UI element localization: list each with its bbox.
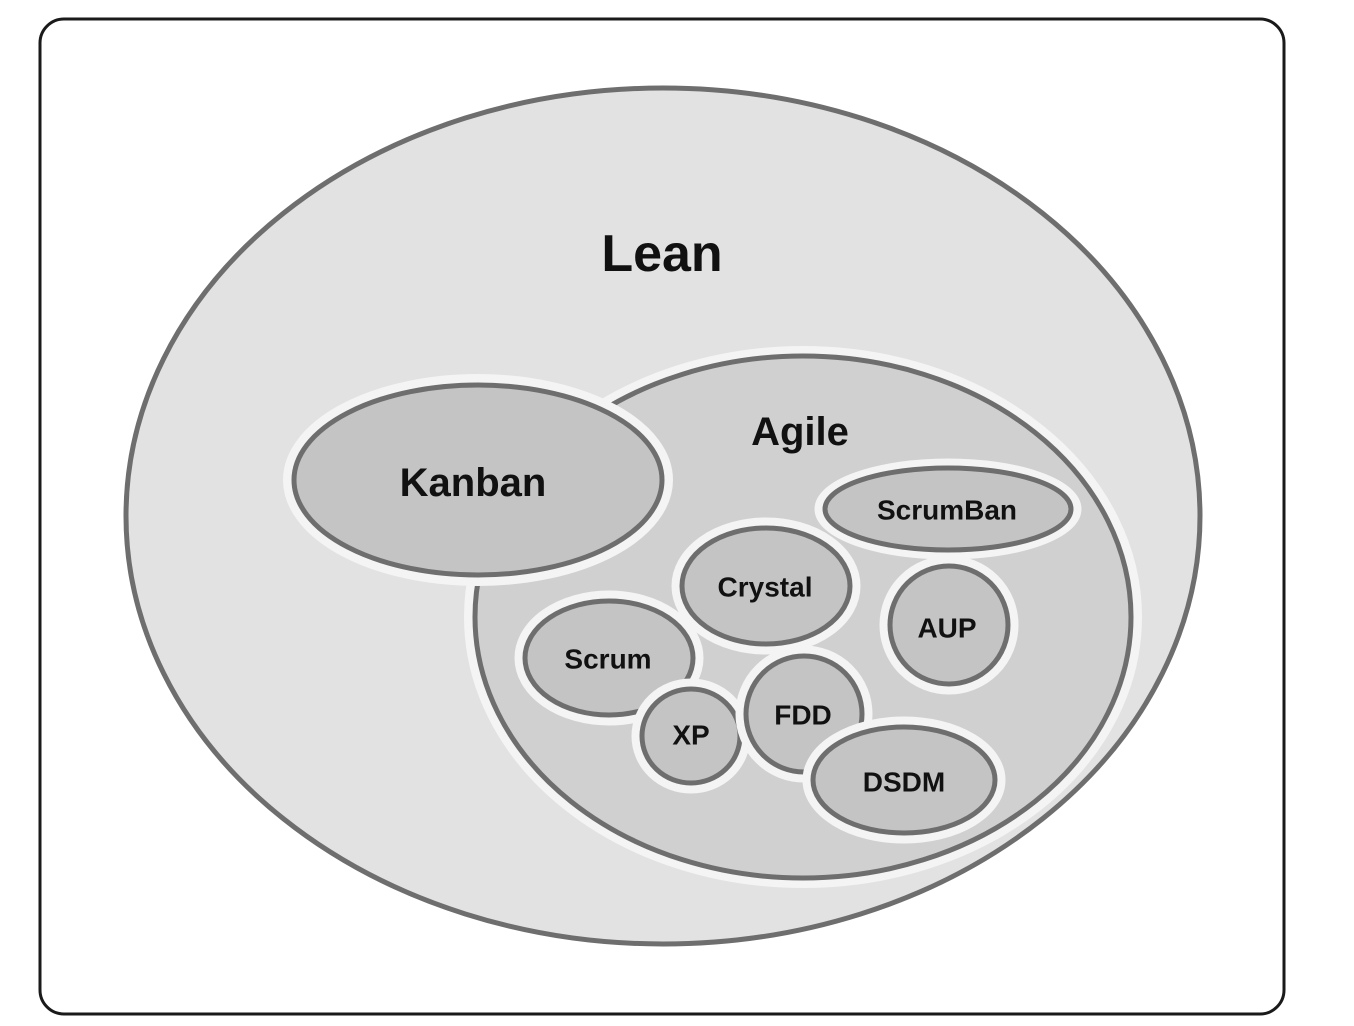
lean-label: Lean xyxy=(601,225,722,283)
dsdm-ellipse xyxy=(810,724,998,836)
agile-ellipse-halo xyxy=(464,346,1142,888)
scrum-ellipse xyxy=(522,598,696,718)
aup-label: AUP xyxy=(917,613,976,644)
kanban-ellipse-halo xyxy=(283,374,673,586)
kanban-set xyxy=(283,374,673,586)
xp-label: XP xyxy=(672,720,709,751)
crystal-set xyxy=(671,517,861,655)
dsdm-set xyxy=(802,716,1006,844)
scrumban-ellipse-halo xyxy=(814,458,1082,560)
dsdm-label: DSDM xyxy=(863,767,945,798)
scrum-label: Scrum xyxy=(564,644,651,675)
crystal-ellipse xyxy=(679,525,853,647)
scrumban-set xyxy=(814,458,1082,560)
aup-set xyxy=(879,555,1019,695)
scrum-ellipse-halo xyxy=(514,590,704,726)
agile-label: Agile xyxy=(751,410,849,454)
aup-ellipse-halo xyxy=(879,555,1019,695)
crystal-label: Crystal xyxy=(718,572,813,603)
kanban-label: Kanban xyxy=(400,461,547,505)
crystal-ellipse-halo xyxy=(671,517,861,655)
scrum-set xyxy=(514,590,704,726)
fdd-label: FDD xyxy=(774,700,832,731)
scrumban-label: ScrumBan xyxy=(877,495,1017,526)
dsdm-ellipse-halo xyxy=(802,716,1006,844)
kanban-ellipse xyxy=(291,382,665,578)
scrumban-ellipse xyxy=(822,465,1074,553)
aup-ellipse xyxy=(887,563,1011,687)
